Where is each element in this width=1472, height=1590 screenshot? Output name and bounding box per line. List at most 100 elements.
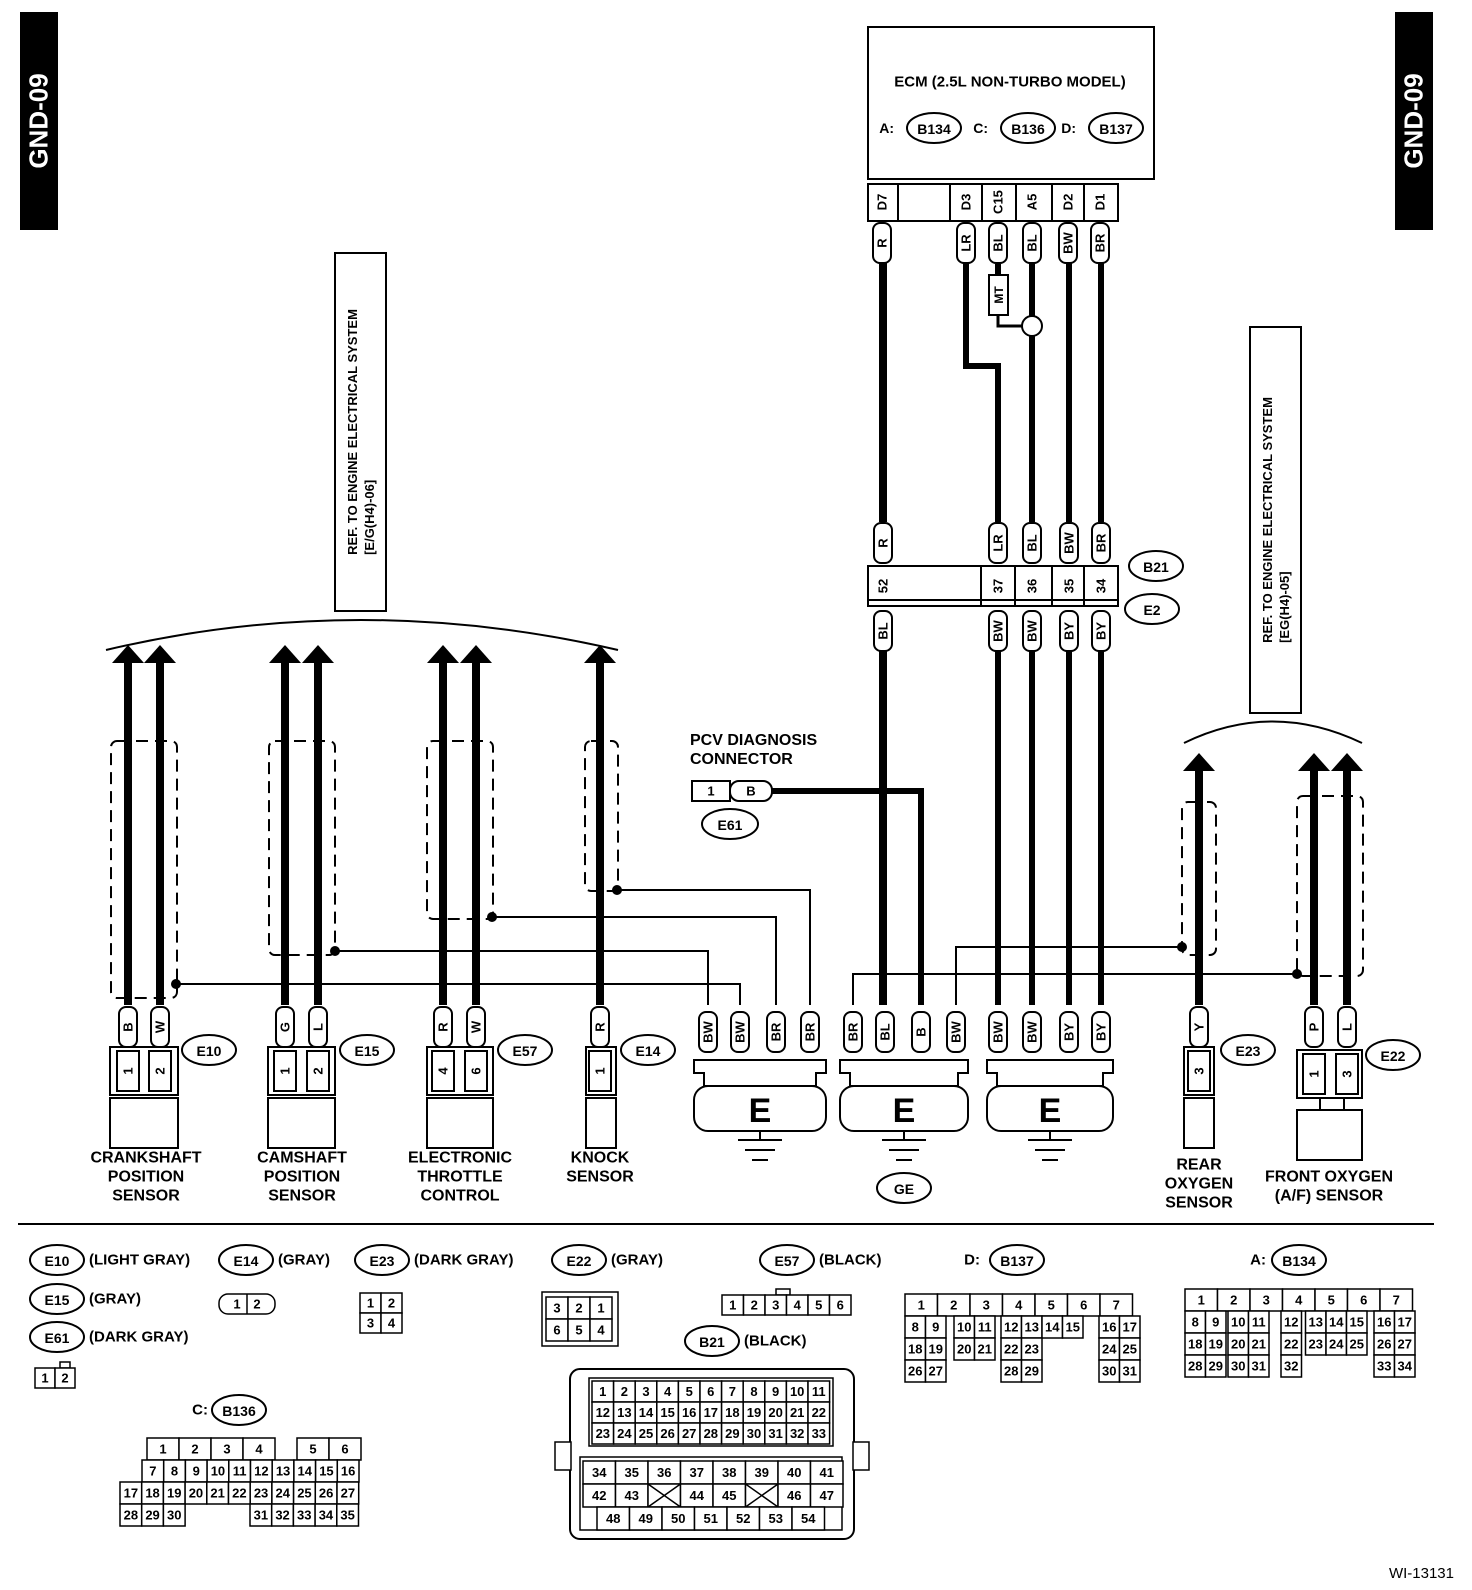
legend-b21-row2-cell-33: 33 [812,1426,826,1441]
legend-b21-row2-cell-28: 28 [704,1426,718,1441]
legend-a-cell-17: 17 [1398,1315,1412,1330]
legend-b21-cell-44: 44 [690,1488,705,1503]
legend-a-cell-15: 15 [1350,1315,1364,1330]
legend-e61-latch [59,1361,71,1369]
arrow-sensor-4-0 [1183,753,1215,771]
arrow-sensor-1-0 [269,645,301,663]
ground-2-color-1: BW [1025,1020,1040,1042]
sensor-E22-id-oval [1365,1039,1421,1071]
arrow-sensor-5-0 [1298,753,1330,771]
sensor-E14-id: E14 [636,1043,661,1059]
legend-c-cell-14: 14 [298,1464,313,1479]
legend-b21-cell-45: 45 [722,1488,736,1503]
legend-b21-cell-50: 50 [671,1511,685,1526]
sensor-E15-pin-box [273,1050,297,1092]
legend-e22-id: E22 [567,1253,592,1269]
legend-c-cell-34: 34 [319,1508,334,1523]
legend-e14-pin-1: 1 [233,1297,240,1312]
legend-a-cell-28: 28 [1188,1359,1202,1374]
legend-a-cell-7: 7 [1393,1293,1400,1308]
ground-1-color-0: BR [846,1022,861,1041]
legend-b21-cell-48: 48 [606,1511,620,1526]
legend-a-cell-18: 18 [1188,1337,1202,1352]
legend-b21-cell-41: 41 [820,1465,834,1480]
legend-b21-cell [809,1483,844,1508]
legend-a-cell-21: 21 [1252,1337,1266,1352]
sensor-E22-pin-3: 3 [1340,1070,1355,1077]
legend-e61-desc: (DARK GRAY) [89,1329,188,1346]
legend-d-cell-2: 2 [950,1298,957,1313]
sensor-E10-name-2: SENSOR [112,1188,180,1205]
legend-b21-cell-52: 52 [736,1511,750,1526]
legend-a-cell [1280,1354,1303,1378]
sensor-E10-pin-2: 2 [153,1067,168,1074]
legend-e23-r2-cell-4: 4 [388,1316,396,1331]
sensor-E10-id-oval [181,1034,237,1066]
ecm-pin-D7: D7 [875,194,890,211]
legend-d-cell-8: 8 [912,1320,919,1335]
arrow-sensor-1-1 [302,645,334,663]
ref-box-right: REF. TO ENGINE ELECTRICAL SYSTEM[EG(H4)-… [1249,326,1302,714]
drain-e15 [335,950,709,1005]
b21-top-color-3-tag [1059,522,1079,564]
legend-e10-id: E10 [45,1253,70,1269]
legend-b21-cell-53: 53 [769,1511,783,1526]
legend-b21-cell-38: 38 [722,1465,736,1480]
legend-c-cell-26: 26 [319,1486,333,1501]
legend-b21-cell-46: 46 [787,1488,801,1503]
legend-b21-cell-49: 49 [639,1511,653,1526]
shield-e15 [268,740,336,956]
sensor-E10-color-1: W [153,1020,168,1033]
sensor-E22-color-0-tag [1304,1006,1324,1048]
ground-1-color-2-tag [911,1011,931,1053]
legend-b21-row1-cell-22: 22 [812,1405,826,1420]
legend-c-id-oval [211,1394,267,1426]
legend-b21-row2-cell-23: 23 [596,1426,610,1441]
e2-bottom-color-0: BL [876,622,891,639]
side-tab-left: GND-09 [20,12,58,230]
ground-2-cap [986,1059,1114,1087]
legend-c-cell-12: 12 [254,1464,268,1479]
ground-1-color-1: BL [878,1023,893,1040]
e22-neck [1319,1097,1345,1111]
legend-a-cell-32: 32 [1284,1359,1298,1374]
legend-a-cell-27: 27 [1398,1337,1412,1352]
legend-c-cell-6: 6 [341,1442,348,1457]
legend-b21-cell-51: 51 [704,1511,718,1526]
legend-c-cell-23: 23 [254,1486,268,1501]
b21-pin-36: 36 [1025,579,1040,593]
arrow-sensor-0-1 [144,645,176,663]
sensor-E14-name-0: KNOCK [571,1150,630,1167]
arrow-sensor-2-1 [460,645,492,663]
ecm-wire-color-0: R [875,238,890,248]
sensor-E57-body [426,1097,494,1149]
ground-0-color-0: BW [701,1020,716,1042]
legend-e22-r1-cell-1: 1 [597,1301,604,1316]
b21-top-color-0-tag [873,522,893,564]
ecm-wire-color-2: BL [991,234,1006,251]
pcv-id: E61 [718,817,743,833]
sensor-E57-pin-box [431,1050,455,1092]
legend-b21-row1-cell-12: 12 [596,1405,610,1420]
legend-d-cell-29: 29 [1025,1364,1039,1379]
legend-d-cell-30: 30 [1102,1364,1116,1379]
sensor-E10-color-0: B [121,1022,136,1031]
sensor-E15-pin-1: 1 [278,1067,293,1074]
ecm-conn-B134-oval [906,112,962,144]
legend-d-cell-31: 31 [1123,1364,1137,1379]
legend-e57-cell-5: 5 [815,1298,822,1313]
legend-b21-row1-cell-21: 21 [790,1405,804,1420]
ecm-conn-B136: B136 [1011,121,1045,137]
pcv-pin-1: 1 [707,784,714,799]
legend-e57-cell-2: 2 [751,1298,758,1313]
legend-b21-row0-cell-4: 4 [664,1384,672,1399]
legend-c-cell-9: 9 [193,1464,200,1479]
legend-d-cell-11: 11 [978,1320,992,1335]
legend-e57-desc: (BLACK) [819,1252,881,1269]
e2-bottom-color-2: BW [1025,619,1040,641]
legend-d-cell-27: 27 [929,1364,943,1379]
legend-c-cell-5: 5 [309,1442,316,1457]
shield-e10 [110,740,178,999]
